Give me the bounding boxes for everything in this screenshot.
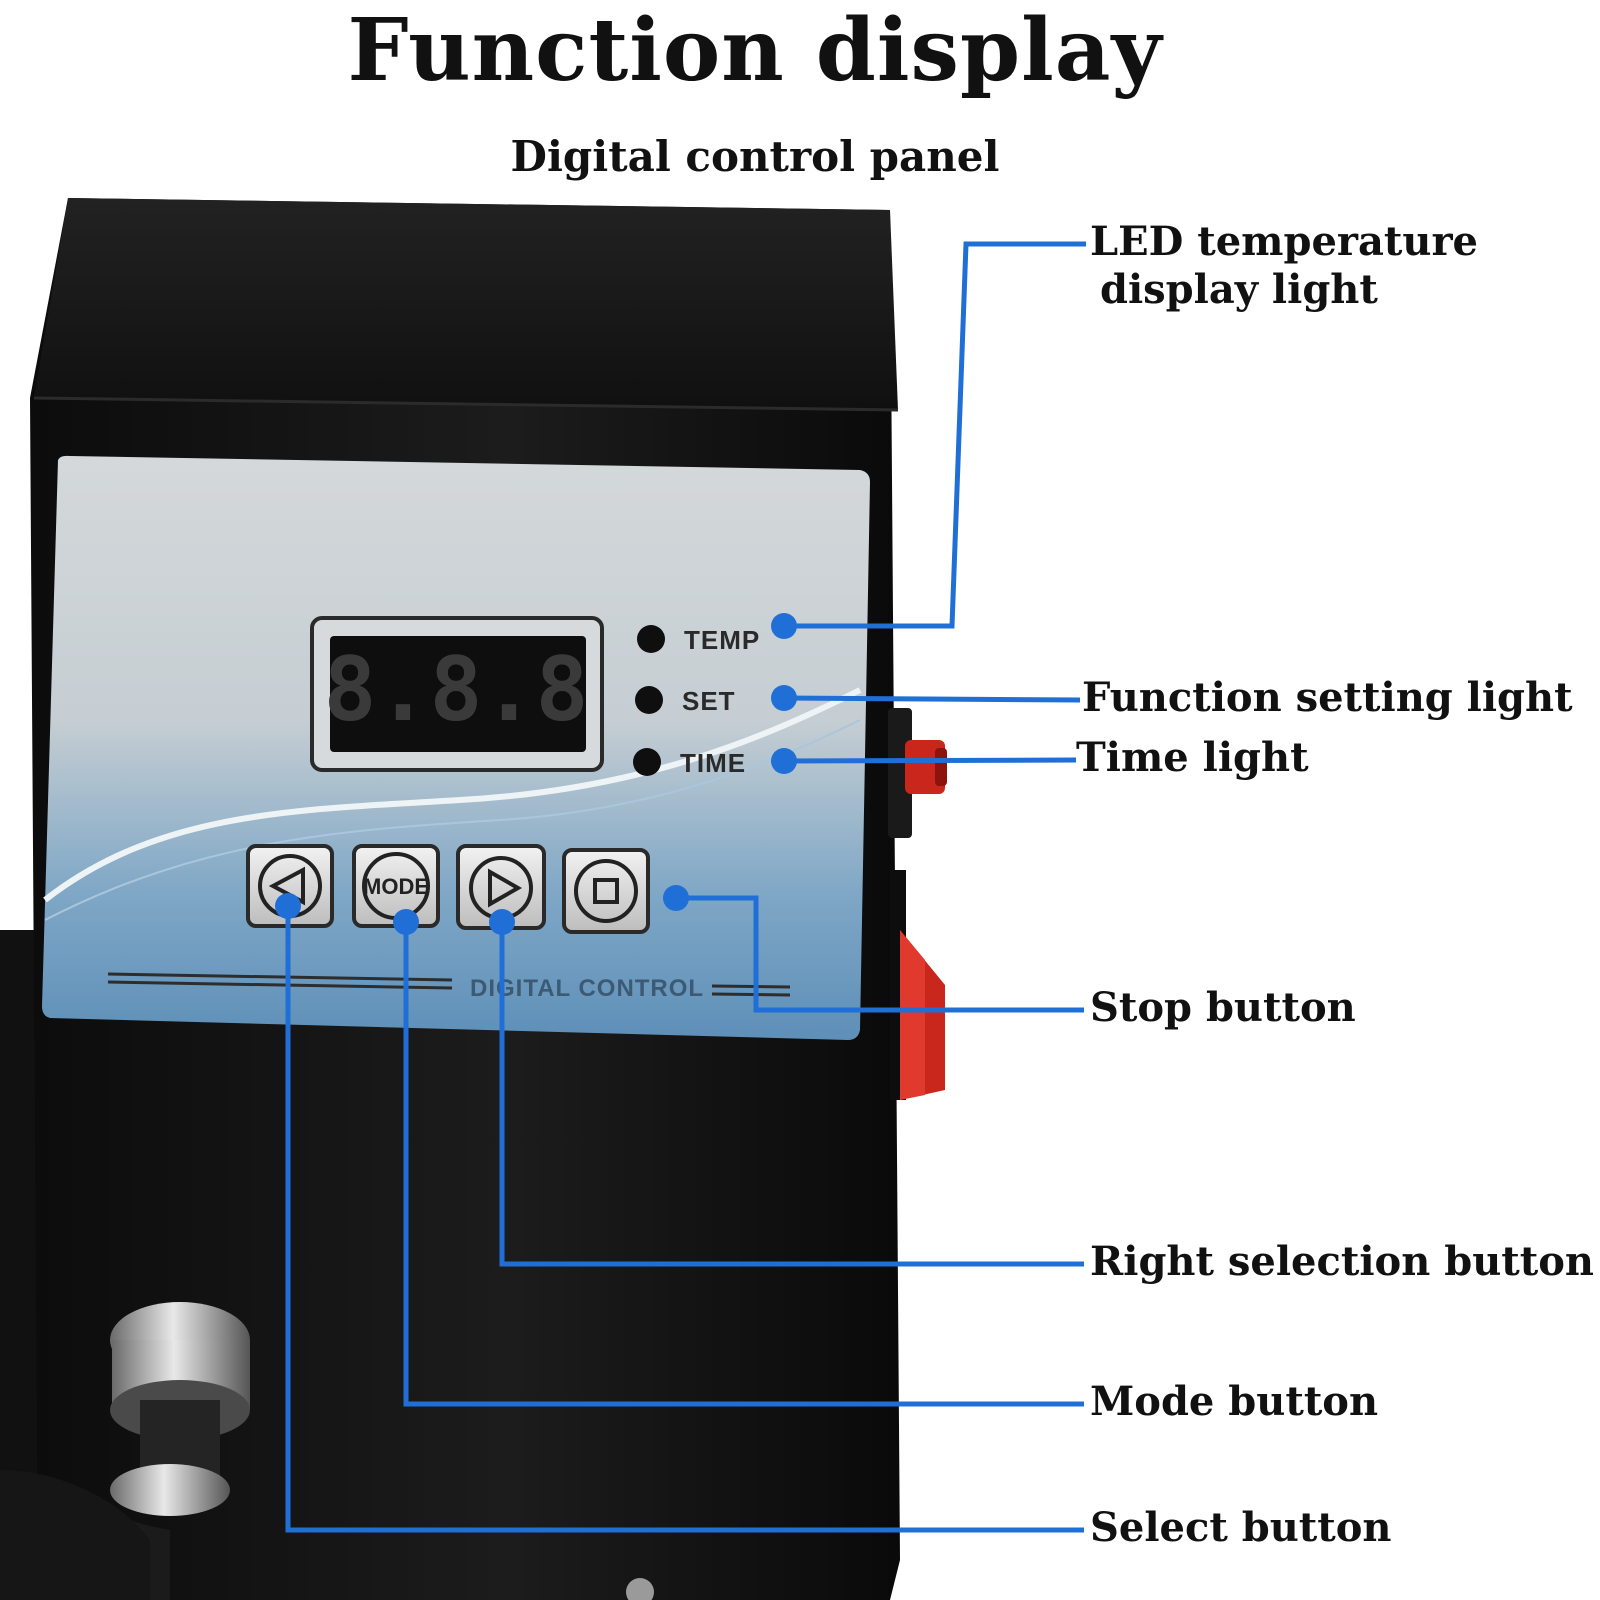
callout-select-button: Select button — [1090, 1504, 1392, 1551]
callout-time-light: Time light — [1076, 734, 1309, 781]
power-switch — [890, 870, 945, 1100]
leader-led-temperature — [784, 241, 1086, 629]
leader-select-button — [285, 906, 1084, 1533]
brand-rule — [107, 972, 791, 997]
right-arrow-icon — [488, 868, 523, 908]
mode-button[interactable]: MODE — [352, 844, 440, 928]
callout-led-temperature: LED temperature display light — [1090, 218, 1478, 314]
callout-led-temperature-line2: display light — [1100, 266, 1378, 313]
temp-indicator-led — [637, 625, 665, 653]
callout-function-setting: Function setting light — [1082, 674, 1573, 721]
side-knob — [888, 708, 947, 838]
leader-stop-button — [676, 895, 1084, 1013]
leader-dots — [275, 613, 797, 935]
page-title: Function display — [347, 0, 1163, 101]
stop-square-icon — [593, 878, 619, 904]
led-display — [330, 636, 586, 752]
indicator-label-temp: TEMP — [684, 625, 760, 655]
leader-mode-button — [403, 922, 1084, 1407]
callout-stop-button: Stop button — [1090, 984, 1356, 1031]
set-indicator-led — [635, 686, 663, 714]
brand-label: DIGITAL CONTROL — [470, 975, 704, 1002]
callout-mode-button: Mode button — [1090, 1378, 1379, 1425]
mode-button-label: MODE — [363, 874, 429, 899]
stop-button[interactable] — [562, 848, 650, 934]
callout-right-selection: Right selection button — [1090, 1238, 1594, 1285]
led-digits: 8.8.8 — [324, 638, 589, 741]
cable-connector — [0, 1302, 654, 1600]
indicator-label-set: SET — [682, 686, 736, 716]
select-button[interactable] — [246, 844, 334, 928]
leader-time-light — [783, 757, 1077, 764]
indicator-label-time: TIME — [680, 748, 746, 778]
page-subtitle: Digital control panel — [510, 132, 1000, 181]
time-indicator-led — [633, 748, 661, 776]
leader-function-setting — [783, 695, 1081, 703]
callout-led-temperature-line1: LED temperature — [1090, 218, 1478, 265]
leader-right-selection — [499, 922, 1084, 1267]
control-panel: 8.8.8 TEMP SET TIME MODE — [42, 455, 870, 1040]
leader-lines — [285, 241, 1086, 1533]
